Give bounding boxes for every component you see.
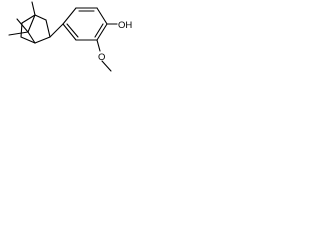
bond-methoxy-oxygen-to-methyl [101, 60, 112, 72]
cage-bond-right-top-to-right-bottom [45, 19, 51, 38]
cage-bond-left-top-to-bridgehead [21, 14, 36, 24]
cage-bond-bridgehead-top-right [34, 14, 47, 21]
hydroxyl-label: OH [118, 20, 132, 31]
methyl-bond-gem-a [16, 18, 29, 33]
cage-bond-bridge-to-bottom-bridgehead [27, 31, 36, 44]
ring-bond-1 [62, 7, 77, 25]
cage-bond-right-bottom-to-bridgehead [34, 36, 51, 44]
cage-bond-bridge-to-top-bridgehead [27, 14, 36, 33]
chemical-structure: OH O [8, 1, 132, 72]
ring-bond-6 [62, 23, 77, 41]
bond-ring-to-methoxy-oxygen [96, 39, 101, 52]
cage-bond-bridgehead-bottom-left [20, 36, 36, 44]
ring-bond-3 [96, 7, 108, 25]
ring-inner-double-bond-b [94, 23, 104, 38]
bond-cage-to-ring [49, 23, 64, 38]
benzene-ring [62, 7, 108, 41]
bornane-bicyclic-cage [8, 1, 51, 44]
methyl-bond-bridgehead [31, 1, 36, 16]
ring-bond-4 [96, 23, 108, 41]
methoxy-oxygen-label: O [98, 52, 105, 63]
methyl-bond-gem-b [8, 31, 29, 36]
ring-inner-double-bond-c [66, 23, 79, 38]
